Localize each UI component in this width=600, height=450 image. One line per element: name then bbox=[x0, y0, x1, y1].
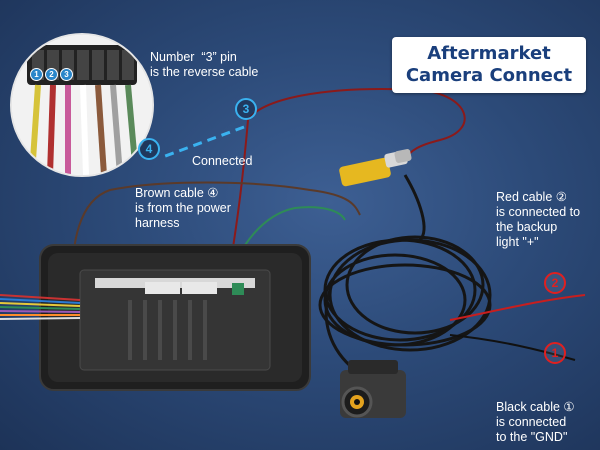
marker-1: 1 bbox=[544, 342, 566, 364]
harness-closeup-inset bbox=[10, 33, 154, 177]
marker-3: 3 bbox=[235, 98, 257, 120]
red-cable-note: Red cable ② is connected to the backup l… bbox=[496, 190, 581, 249]
yellow-rca-connector bbox=[339, 149, 412, 187]
red-reverse-cable bbox=[229, 88, 466, 271]
title-line-1: Aftermarket bbox=[427, 43, 551, 64]
title-line-2: Camera Connect bbox=[405, 65, 573, 86]
marker-2: 2 bbox=[544, 272, 566, 294]
harness-connector-icon bbox=[12, 35, 152, 175]
red-loose-wire bbox=[449, 294, 586, 321]
pin-note: Number “3” pin is the reverse cable bbox=[150, 50, 259, 79]
wire-bundle bbox=[0, 294, 81, 320]
marker-4: 4 bbox=[138, 138, 160, 160]
inset-pin-1: 1 bbox=[30, 68, 43, 81]
brown-power-cable bbox=[70, 181, 361, 301]
title-box: Aftermarket Camera Connect bbox=[392, 37, 586, 93]
backup-camera bbox=[340, 360, 406, 418]
black-cable-note: Black cable ① is connected to the "GND" bbox=[496, 400, 575, 444]
head-unit bbox=[39, 244, 311, 391]
inset-pin-numbers: 1 2 3 bbox=[30, 68, 73, 81]
brown-cable-note: Brown cable ④ is from the power harness bbox=[135, 186, 231, 230]
coiled-camera-cable bbox=[318, 174, 492, 372]
inset-pin-3: 3 bbox=[60, 68, 73, 81]
connected-label: Connected bbox=[192, 154, 253, 168]
inset-pin-2: 2 bbox=[45, 68, 58, 81]
